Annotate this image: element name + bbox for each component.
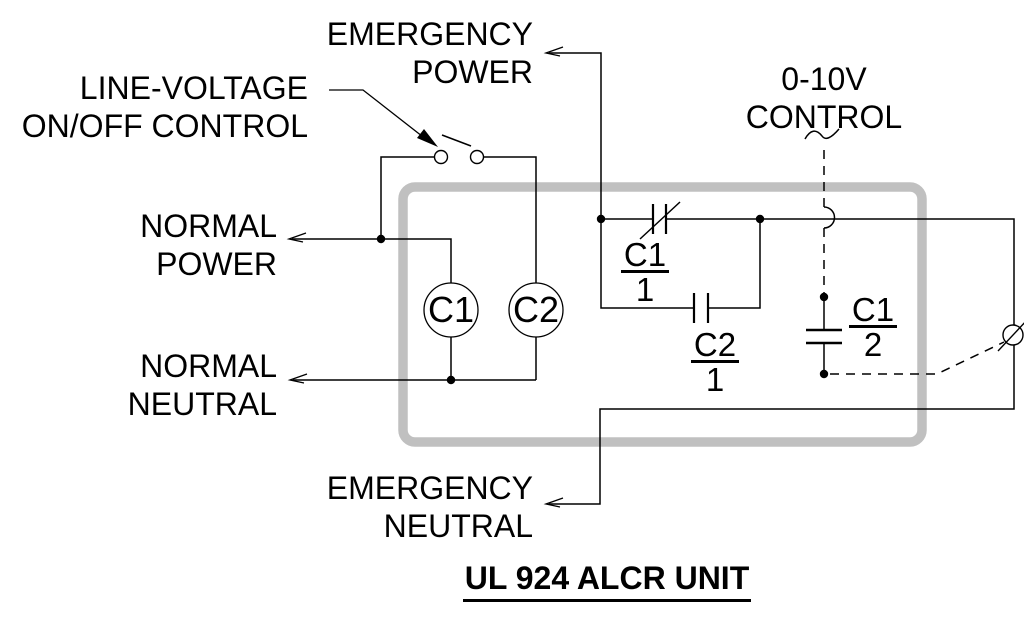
label-line: CONTROL — [745, 99, 903, 135]
junction-dot — [819, 292, 829, 302]
control-line-hop — [823, 206, 836, 229]
arrow-normal-power — [286, 232, 307, 243]
contact-c2-1-poles — [692, 293, 710, 323]
switch-left-wire — [380, 156, 434, 239]
label-line: EMERGENCY — [326, 470, 533, 506]
control-dashed-to-load — [830, 341, 1005, 375]
label-0-10v-control: 0-10V CONTROL — [704, 60, 944, 136]
label-line: 0-10V — [781, 61, 867, 97]
junction-dot — [446, 375, 456, 385]
label-emergency-power: EMERGENCY POWER — [327, 15, 533, 91]
contact-branch-wire — [600, 219, 761, 309]
diagram-title-text: UL 924 ALCR UNIT — [462, 559, 752, 602]
label-line: NORMAL — [140, 348, 277, 384]
leader-arrowhead — [417, 129, 438, 147]
label-emergency-neutral: EMERGENCY NEUTRAL — [327, 469, 533, 545]
contact-name: C1 — [620, 238, 670, 273]
coil-c1-label: C1 — [427, 289, 475, 330]
contact-c1-1-poles — [651, 204, 668, 234]
label-line-voltage-control: LINE-VOLTAGE ON/OFF CONTROL — [22, 69, 308, 145]
symbols — [329, 89, 1024, 352]
control-break-squiggle — [804, 128, 840, 140]
arrow-emergency-power — [543, 46, 564, 57]
contact-pole: 2 — [863, 326, 883, 363]
coil-c1-circle — [423, 282, 479, 338]
label-line: NEUTRAL — [383, 508, 533, 544]
junction-dot — [376, 234, 386, 244]
normal-power-wire — [292, 238, 452, 283]
label-line: LINE-VOLTAGE — [79, 70, 308, 106]
contact-c1-1-label: C1 1 — [606, 238, 684, 308]
label-line: POWER — [412, 54, 533, 90]
switch-terminal-left — [433, 149, 449, 165]
contact-c1-2-label: C1 2 — [834, 293, 912, 363]
label-line: POWER — [156, 246, 277, 282]
wires — [292, 52, 1015, 505]
junction-dot — [755, 214, 765, 224]
load-connection-slash — [997, 322, 1024, 352]
label-line: NEUTRAL — [127, 386, 277, 422]
coil-c2-circle — [508, 282, 564, 338]
diagram-title: UL 924 ALCR UNIT — [427, 559, 787, 602]
contact-name: C2 — [690, 328, 740, 363]
contacts — [639, 201, 842, 374]
leader-line — [329, 89, 428, 141]
contact-c2-1-label: C2 1 — [676, 328, 754, 398]
control-line — [804, 128, 1005, 375]
arrow-normal-neutral — [287, 373, 308, 384]
contact-pole: 1 — [705, 361, 725, 398]
junction-dot — [596, 214, 606, 224]
alcr-enclosure — [398, 182, 927, 447]
contact-c1-1-nc-slash — [639, 201, 681, 240]
switch-right-wire — [484, 156, 537, 283]
junction-dots — [376, 214, 829, 385]
label-normal-neutral: NORMAL NEUTRAL — [128, 347, 277, 423]
contact-name: C1 — [848, 293, 898, 328]
coil-c2-label: C2 — [512, 289, 560, 330]
arrow-emergency-neutral — [543, 497, 564, 508]
contact-pole: 1 — [635, 271, 655, 308]
label-line: ON/OFF CONTROL — [21, 108, 308, 144]
emergency-power-wire — [549, 52, 602, 219]
label-normal-power: NORMAL POWER — [140, 207, 277, 283]
switch-blade — [441, 134, 472, 147]
top-bus-wire — [549, 218, 1015, 505]
label-line: EMERGENCY — [326, 16, 533, 52]
junction-dot — [819, 369, 829, 379]
arrowheads — [286, 46, 564, 508]
switch-terminal-right — [469, 149, 485, 165]
label-line: NORMAL — [140, 208, 277, 244]
